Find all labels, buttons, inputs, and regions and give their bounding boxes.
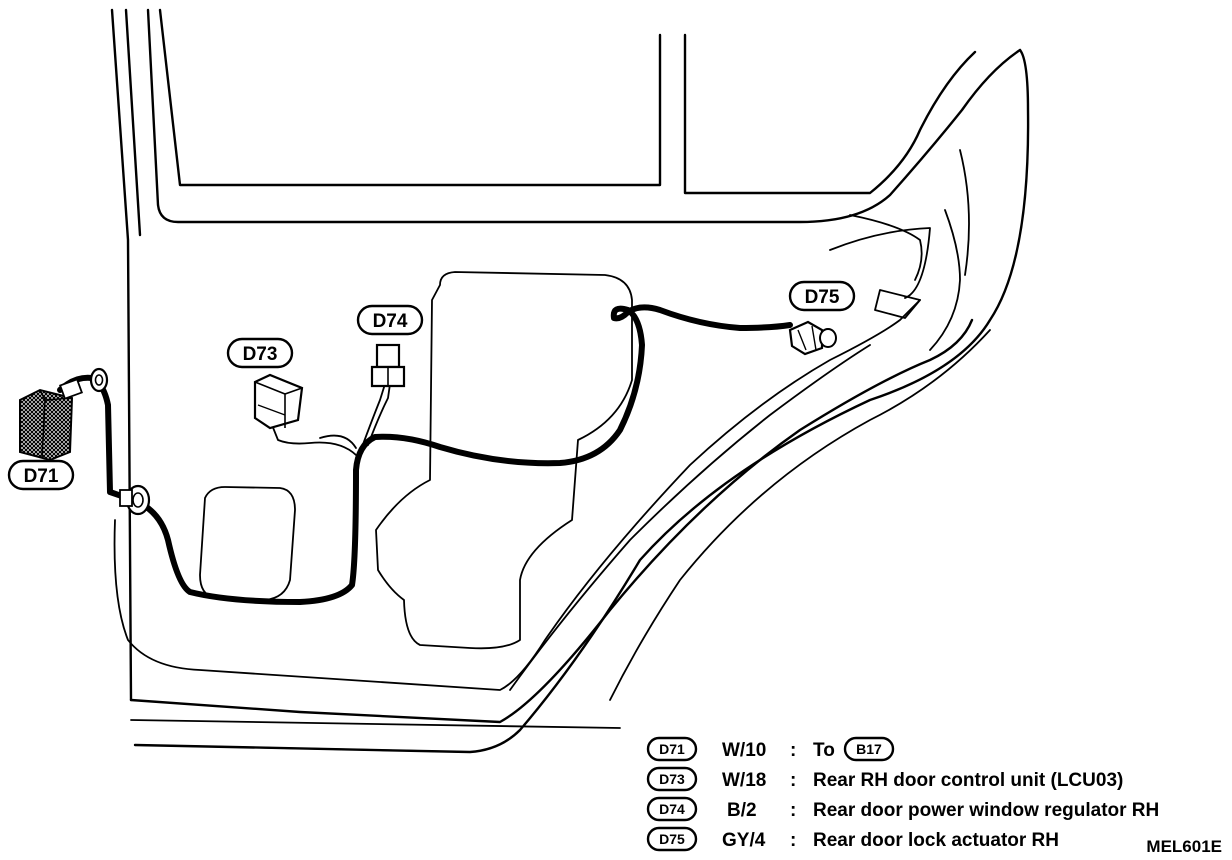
legend-desc-badge: B17 [856, 741, 882, 757]
connector-d73-body [253, 373, 304, 430]
legend-badge: D71 [659, 741, 685, 757]
connector-d74-body [370, 343, 406, 388]
legend-code: GY/4 [722, 830, 766, 851]
wiring-harness [57, 304, 793, 605]
legend-row: D73 W/18 : Rear RH door control unit (LC… [646, 766, 1123, 792]
label-d75: D75 [788, 280, 856, 312]
legend-code: B/2 [727, 800, 757, 821]
legend-badge: D73 [659, 771, 685, 787]
label-d74-text: D74 [373, 311, 408, 332]
connector-d71-body [19, 378, 84, 462]
label-d75-text: D75 [805, 287, 840, 308]
legend-row: D74 B/2 : Rear door power window regulat… [646, 796, 1159, 822]
door-outline [110, 8, 1030, 754]
connector-d75-body [788, 320, 837, 356]
grommets [89, 367, 151, 516]
legend-code: W/18 [722, 770, 766, 791]
legend-row: D71 W/10 : To B17 [646, 736, 895, 762]
legend-sep: : [790, 830, 796, 851]
label-d73: D73 [226, 337, 294, 369]
legend-sep: : [790, 740, 796, 761]
label-d74: D74 [356, 304, 424, 336]
label-d71: D71 [7, 459, 75, 491]
label-d71-text: D71 [24, 466, 59, 487]
label-d73-text: D73 [243, 344, 278, 365]
legend-sep: : [790, 770, 796, 791]
figure-reference: MEL601E [1146, 837, 1222, 856]
legend: D71 W/10 : To B17 D73 W/18 : Rear RH doo… [646, 736, 1159, 852]
legend-desc: Rear door power window regulator RH [813, 800, 1159, 821]
legend-desc: Rear RH door control unit (LCU03) [813, 770, 1123, 791]
legend-desc: Rear door lock actuator RH [813, 830, 1059, 851]
legend-badge: D75 [659, 831, 685, 847]
legend-row: D75 GY/4 : Rear door lock actuator RH [646, 826, 1059, 852]
legend-desc-prefix: To [813, 740, 835, 761]
legend-code: W/10 [722, 740, 766, 761]
legend-badge: D74 [659, 801, 685, 817]
legend-sep: : [790, 800, 796, 821]
